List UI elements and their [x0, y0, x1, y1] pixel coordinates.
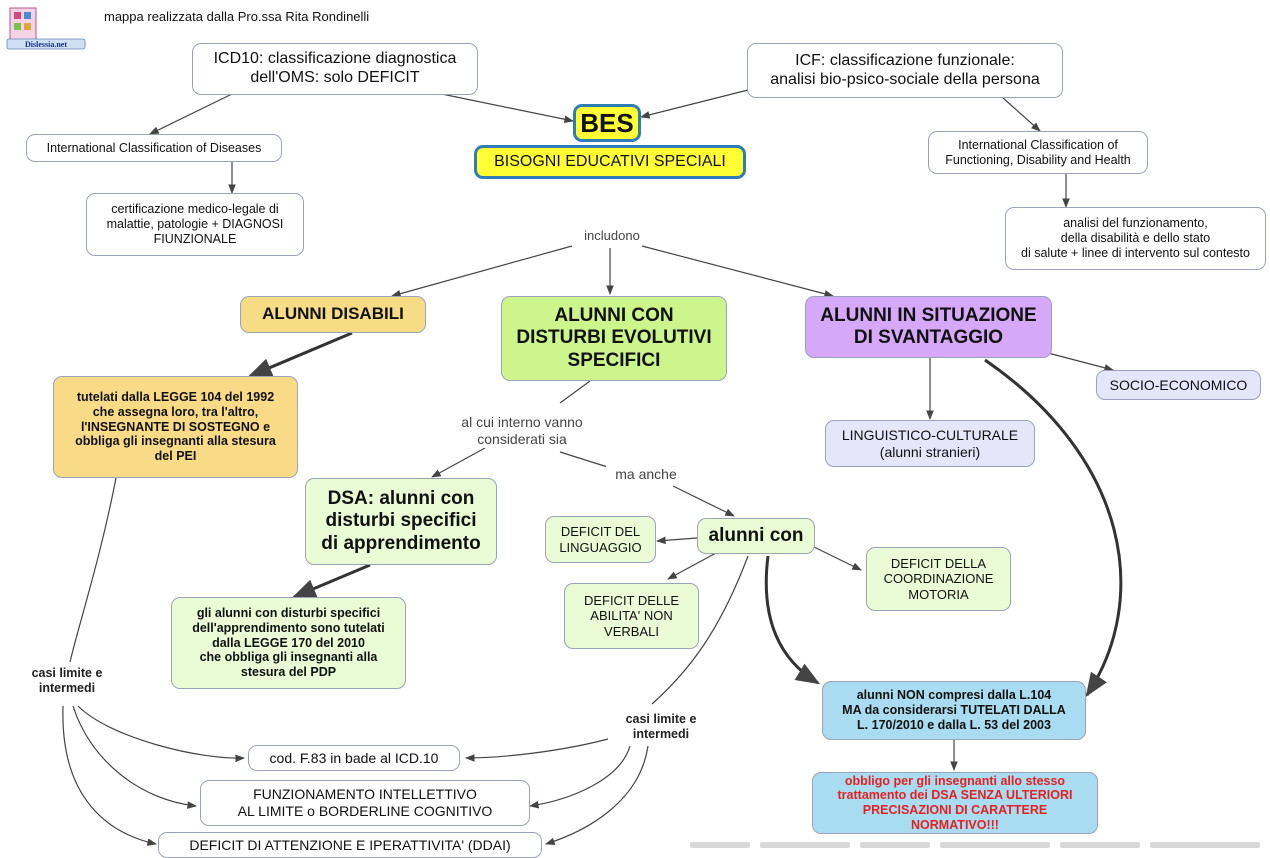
deficit-linguaggio-node: DEFICIT DEL LINGUAGGIO	[545, 516, 656, 563]
includono-label: includono	[568, 228, 656, 244]
edge-alunnicon-coord	[811, 545, 862, 571]
alunni-disturbi-evolutivi-node: ALUNNI CON DISTURBI EVOLUTIVI SPECIFICI	[501, 296, 727, 381]
legge-104-node: tutelati dalla LEGGE 104 del 1992 che as…	[53, 376, 298, 478]
al-cui-interno-label: al cui interno vanno considerati sia	[448, 414, 596, 448]
bes-node: BES	[573, 104, 641, 142]
edge-casi-ddai	[62, 705, 157, 846]
edge-casi-funz	[72, 705, 197, 809]
legge-170-node: gli alunni con disturbi specifici dell'a…	[171, 597, 406, 689]
deficit-abilita-node: DEFICIT DELLE ABILITA' NON VERBALI	[564, 583, 699, 649]
socio-economico-node: SOCIO-ECONOMICO	[1096, 370, 1261, 400]
icd-full-node: International Classification of Diseases	[26, 134, 282, 162]
edge-rcasi-cod	[465, 737, 613, 762]
certificazione-node: certificazione medico-legale di malattie…	[86, 193, 304, 256]
edge-rcasi-ddai	[545, 745, 649, 846]
alunni-svantaggio-node: ALUNNI IN SITUAZIONE DI SVANTAGGIO	[805, 296, 1052, 358]
casi-limite-left-label: casi limite e intermedi	[14, 666, 120, 696]
edge-alunnicon-linguaggio	[656, 536, 698, 545]
cod-f83-node: cod. F.83 in bade al ICD.10	[248, 745, 460, 771]
edge-alunnicon-noncompresi-thick	[764, 555, 821, 685]
edge-alunnicon-abilita	[667, 552, 717, 580]
edge-inc-disabili	[391, 245, 573, 298]
edge-icd10-icdfull	[149, 93, 233, 135]
deficit-coordinazione-node: DEFICIT DELLA COORDINAZIONE MOTORIA	[866, 547, 1011, 611]
non-compresi-node: alunni NON compresi dalla L.104 MA da co…	[822, 681, 1086, 740]
edge-legge104-casi	[69, 477, 117, 663]
edge-icd10-bes	[431, 91, 574, 124]
edge-svanta-socio	[1047, 352, 1114, 372]
edge-disabili-svanta	[641, 245, 834, 298]
edge-rcasi-funz	[529, 745, 631, 809]
alunni-con-node: alunni con	[697, 518, 815, 554]
edge-maanche-alunnicon	[672, 485, 735, 517]
ddai-node: DEFICIT DI ATTENZIONE E IPERATTIVITA' (D…	[158, 832, 542, 858]
faded-watermark	[690, 842, 1260, 848]
obbligo-node: obbligo per gli insegnanti allo stesso t…	[812, 772, 1098, 834]
dislessia-logo-icon: Dislessia.net	[6, 6, 86, 50]
edge-disabili-legge104-thick	[247, 331, 353, 378]
alunni-disabili-node: ALUNNI DISABILI	[240, 296, 426, 333]
edge-icf-icffull	[1002, 97, 1041, 132]
icd10-node: ICD10: classificazione diagnostica dell'…	[192, 43, 478, 95]
funzionamento-intellettivo-node: FUNZIONAMENTO INTELLETTIVO AL LIMITE o B…	[200, 780, 530, 826]
dsa-node: DSA: alunni con disturbi specifici di ap…	[305, 478, 497, 565]
svg-text:Dislessia.net: Dislessia.net	[25, 40, 67, 49]
edge-dsa-legge170-thick	[291, 563, 371, 599]
edge-svanta-noncompresi-thick	[984, 358, 1123, 698]
edge-dsagroup-label	[559, 380, 591, 404]
credit-text: mappa realizzata dalla Pro.ssa Rita Rond…	[104, 9, 370, 24]
icf-node: ICF: classificazione funzionale: analisi…	[747, 43, 1063, 98]
analisi-funzionamento-node: analisi del funzionamento, della disabil…	[1005, 207, 1266, 270]
casi-limite-right-label: casi limite e intermedi	[608, 712, 714, 742]
linguistico-culturale-node: LINGUISTICO-CULTURALE (alunni stranieri)	[825, 420, 1035, 467]
edge-label-dsa	[431, 447, 486, 478]
edge-icf-bes	[640, 89, 749, 119]
edge-casi-cod	[77, 705, 245, 763]
bisogni-educativi-speciali-node: BISOGNI EDUCATIVI SPECIALI	[474, 145, 746, 179]
icf-full-node: International Classification of Function…	[928, 131, 1148, 174]
ma-anche-label: ma anche	[606, 466, 686, 483]
